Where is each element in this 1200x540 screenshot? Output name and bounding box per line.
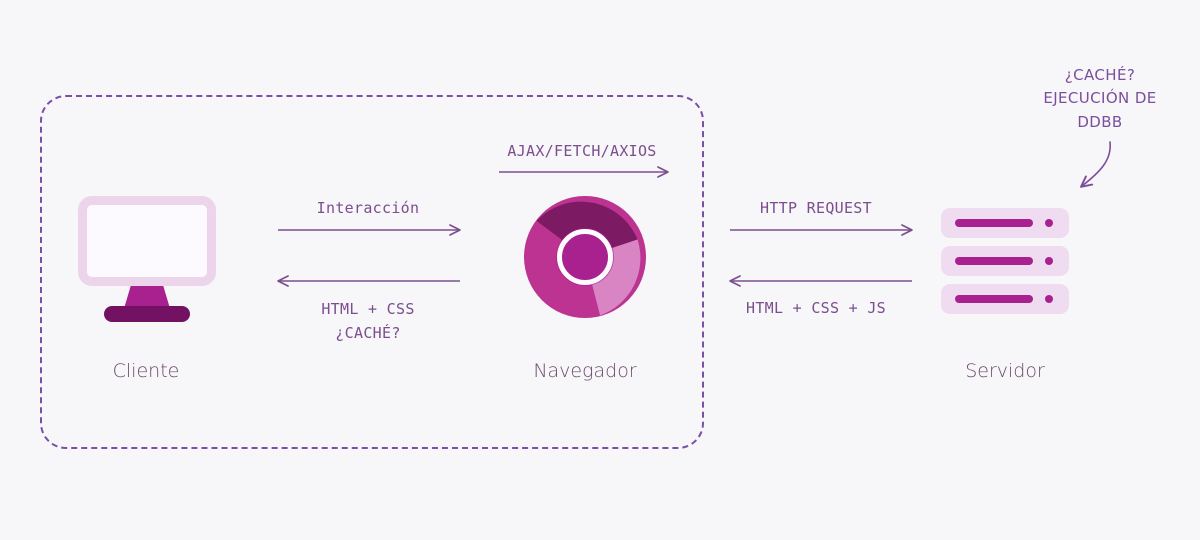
server-rack-icon <box>941 208 1069 314</box>
client-side-zone-boundary <box>40 95 704 449</box>
node-caption-client: Cliente <box>112 360 180 382</box>
server-led-icon <box>1045 295 1053 303</box>
flow-label-html-css: HTML + CSS ¿CACHÉ? <box>268 297 468 346</box>
monitor-screen <box>78 196 216 286</box>
arrow-server-note-curve <box>1080 141 1111 188</box>
server-note-line2: EJECUCIÓN DE <box>1043 89 1157 108</box>
flow-label-html-css-line2: ¿CACHÉ? <box>335 324 401 343</box>
server-note: ¿CACHÉ? EJECUCIÓN DE DDBB <box>1010 64 1190 134</box>
flow-label-http-request: HTTP REQUEST <box>760 199 872 217</box>
server-bar <box>955 219 1033 227</box>
flow-label-html-css-js: HTML + CSS + JS <box>746 299 886 317</box>
node-caption-server: Servidor <box>965 360 1045 382</box>
server-led-icon <box>1045 257 1053 265</box>
server-slot <box>941 246 1069 276</box>
flow-label-ajax: AJAX/FETCH/AXIOS <box>507 142 657 160</box>
server-slot <box>941 284 1069 314</box>
server-bar <box>955 257 1033 265</box>
monitor-icon <box>78 196 216 326</box>
chrome-browser-icon <box>524 196 646 318</box>
node-caption-browser: Navegador <box>533 360 637 382</box>
server-bar <box>955 295 1033 303</box>
server-note-line1: ¿CACHÉ? <box>1064 66 1136 84</box>
flow-label-interaccion: Interacción <box>316 199 420 217</box>
flow-label-html-css-line1: HTML + CSS <box>321 300 415 318</box>
server-led-icon <box>1045 219 1053 227</box>
monitor-base <box>104 306 190 322</box>
server-note-line3: DDBB <box>1077 112 1123 131</box>
server-slot <box>941 208 1069 238</box>
